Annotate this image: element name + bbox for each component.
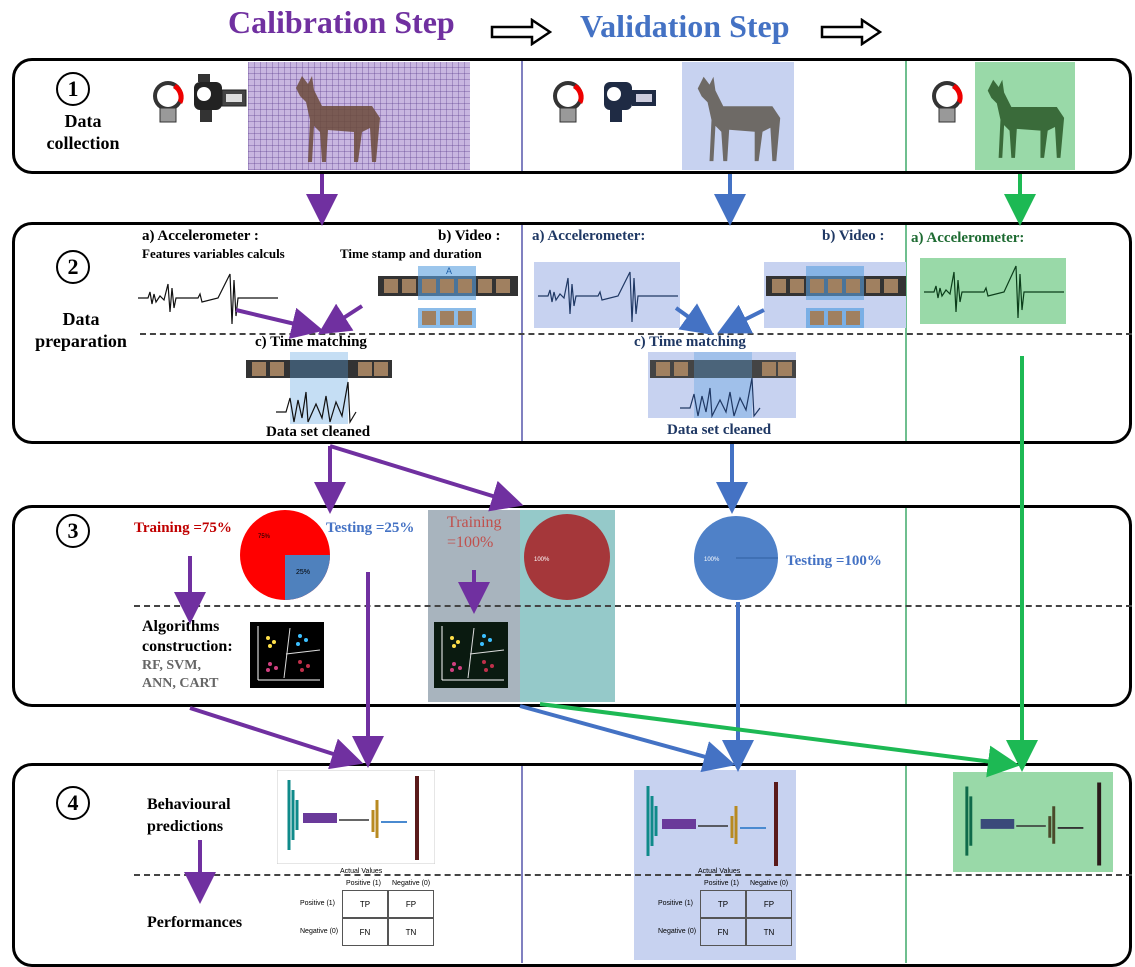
valid-video-title: b) Video :: [822, 228, 885, 244]
valid-pred-signal: [646, 782, 778, 866]
valid-accel-bg: [534, 262, 680, 328]
cm-neg-row: Negative (0): [300, 928, 339, 935]
calib-clean: Data set cleaned: [266, 424, 371, 440]
algo-line-3: RF, SVM,: [142, 658, 201, 673]
calib-match-composite: [246, 352, 392, 424]
calib-confusion-matrix: Actual Values Positive (1) Negative (0) …: [282, 868, 442, 963]
valid-train-1: Training: [447, 514, 502, 531]
behav-line-1: Behavioural: [147, 796, 231, 813]
behav-line-2: predictions: [147, 818, 224, 835]
green-pred-bg: [953, 772, 1113, 872]
calib-pie-small-label: 25%: [296, 569, 310, 576]
divider-v1-a: [521, 60, 523, 172]
video-marker-a: A: [446, 266, 452, 276]
valid-match-composite: [650, 352, 796, 418]
valid-train-pie-label: 100%: [534, 557, 550, 563]
cm-v-tn: TN: [746, 918, 792, 946]
collar-icon: [153, 81, 184, 123]
cm-fp: FP: [388, 890, 434, 918]
cm-v-tp: TP: [700, 890, 746, 918]
valid-confusion-matrix: Actual Values Positive (1) Negative (0) …: [640, 868, 800, 963]
valid-clean: Data set cleaned: [667, 422, 772, 438]
header-arrow-1: [490, 18, 552, 46]
deer-valid-icon: [697, 76, 781, 162]
calib-cluster-plot: [250, 622, 324, 688]
cm-tp: TP: [342, 890, 388, 918]
algo-line-2: construction:: [142, 638, 233, 655]
cm-neg-col: Negative (0): [392, 880, 431, 887]
stage-3-number: 3: [56, 514, 90, 548]
green-accel-bg: [920, 258, 1066, 324]
calib-train-label: Training =75%: [134, 520, 232, 536]
calib-video-title: b) Video :: [438, 228, 501, 244]
stage-4-number: 4: [56, 786, 90, 820]
divider-v2-a: [905, 60, 907, 172]
camera-icon: [194, 74, 247, 122]
cm-v-neg-col: Negative (0): [750, 880, 789, 887]
deer-calib-icon: [296, 76, 380, 162]
calib-pred-signal: [277, 770, 435, 864]
cm-v-fp: FP: [746, 890, 792, 918]
divider-v2-d: [905, 765, 907, 963]
stage-1-number: 1: [56, 72, 90, 106]
calib-video-strip: A: [378, 266, 518, 328]
cm-tn: TN: [388, 918, 434, 946]
collar-green-icon: [932, 81, 963, 123]
cm-pos-row: Positive (1): [300, 900, 336, 907]
cm-v-pos-col: Positive (1): [704, 880, 740, 887]
dash-prep: [140, 333, 1132, 335]
valid-test-pie-label: 100%: [704, 557, 720, 563]
calib-pie: 75% 25%: [240, 510, 330, 600]
valid-test-pie: 100%: [694, 516, 778, 600]
green-accel-signal: [924, 265, 1064, 319]
green-pred-signal: [965, 782, 1102, 866]
calib-accel-sub: Features variables calculs: [142, 246, 285, 261]
valid-cluster-plot: [434, 622, 508, 688]
cm-v-actual: Actual Values: [698, 868, 741, 875]
valid-train-pie: 100%: [524, 514, 610, 600]
green-accel-title: a) Accelerometer:: [911, 230, 1025, 246]
cm-v-fn: FN: [700, 918, 746, 946]
validation-step-title: Validation Step: [580, 8, 790, 44]
dash-pred: [134, 874, 1132, 876]
calib-match: c) Time matching: [255, 334, 367, 350]
calib-accel-title: a) Accelerometer :: [142, 228, 259, 244]
valid-video-strip: [766, 266, 906, 328]
header-arrow-2: [820, 18, 882, 46]
calib-accel-signal: [138, 273, 278, 325]
calib-test-label: Testing =25%: [326, 520, 415, 536]
deer-green-icon: [987, 79, 1065, 158]
calib-video-sub: Time stamp and duration: [340, 246, 482, 261]
valid-match: c) Time matching: [634, 334, 746, 350]
calibration-step-title: Calibration Step: [228, 4, 455, 40]
valid-accel-title: a) Accelerometer:: [532, 228, 646, 244]
cm-actual: Actual Values: [340, 868, 383, 875]
valid-accel-signal: [538, 271, 678, 323]
collar-valid-icon: [553, 81, 584, 123]
panel-collection: [12, 58, 1132, 174]
cm-pos-col: Positive (1): [346, 880, 382, 887]
valid-train-2: =100%: [447, 534, 494, 551]
cm-v-pos-row: Positive (1): [658, 900, 694, 907]
dash-train: [134, 605, 1132, 607]
divider-v1-d: [521, 765, 523, 963]
valid-test-label: Testing =100%: [786, 553, 882, 569]
cm-fn: FN: [342, 918, 388, 946]
perf-label: Performances: [147, 914, 243, 931]
camera-valid-icon: [604, 82, 656, 122]
algo-line-4: ANN, CART: [142, 676, 219, 691]
cm-v-neg-row: Negative (0): [658, 928, 697, 935]
stage-2-number: 2: [56, 250, 90, 284]
calib-pie-big-label: 75%: [258, 534, 271, 540]
valid-pred-bg: [634, 770, 796, 960]
